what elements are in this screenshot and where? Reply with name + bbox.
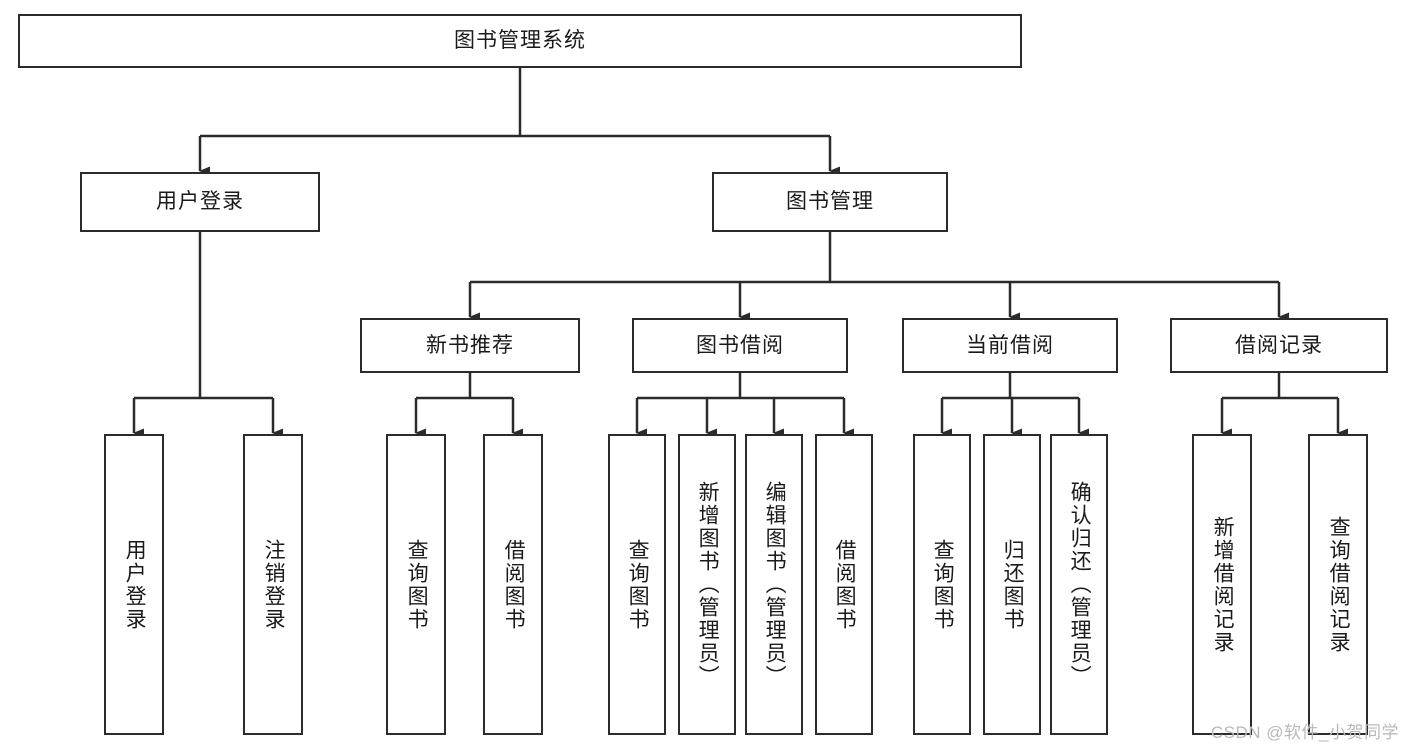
leaf-add-book[interactable]: 新增图书（管理员） xyxy=(678,434,736,735)
leaf-borrow-book[interactable]: 借阅图书 xyxy=(815,434,873,735)
node-book-borrow[interactable]: 图书借阅 xyxy=(632,318,848,373)
leaf-borrow-book-recommend-label: 借阅图书 xyxy=(502,538,526,631)
node-borrow-record[interactable]: 借阅记录 xyxy=(1170,318,1388,373)
leaf-confirm-return-label: 确认归还（管理员） xyxy=(1068,481,1092,688)
leaf-query-book-recommend-label: 查询图书 xyxy=(405,538,429,631)
node-borrow-record-label: 借阅记录 xyxy=(1235,333,1323,357)
node-book-borrow-label: 图书借阅 xyxy=(696,333,784,357)
leaf-edit-book[interactable]: 编辑图书（管理员） xyxy=(745,434,803,735)
node-user-login-label: 用户登录 xyxy=(156,190,244,214)
leaf-add-borrow-record[interactable]: 新增借阅记录 xyxy=(1192,434,1252,735)
node-new-book-recommend[interactable]: 新书推荐 xyxy=(360,318,580,373)
node-root[interactable]: 图书管理系统 xyxy=(18,14,1022,68)
node-book-manage[interactable]: 图书管理 xyxy=(712,172,948,232)
node-new-book-recommend-label: 新书推荐 xyxy=(426,333,514,357)
leaf-user-login[interactable]: 用户登录 xyxy=(104,434,164,735)
node-book-manage-label: 图书管理 xyxy=(786,190,874,214)
leaf-query-book-current[interactable]: 查询图书 xyxy=(913,434,971,735)
node-root-label: 图书管理系统 xyxy=(454,29,586,53)
leaf-query-book-recommend[interactable]: 查询图书 xyxy=(386,434,446,735)
leaf-query-book-borrow[interactable]: 查询图书 xyxy=(608,434,666,735)
leaf-return-book[interactable]: 归还图书 xyxy=(983,434,1041,735)
node-current-borrow[interactable]: 当前借阅 xyxy=(902,318,1118,373)
leaf-add-borrow-record-label: 新增借阅记录 xyxy=(1211,515,1235,654)
leaf-borrow-book-recommend[interactable]: 借阅图书 xyxy=(483,434,543,735)
node-current-borrow-label: 当前借阅 xyxy=(966,333,1054,357)
leaf-query-book-current-label: 查询图书 xyxy=(931,538,955,631)
leaf-query-book-borrow-label: 查询图书 xyxy=(626,538,650,631)
leaf-logout[interactable]: 注销登录 xyxy=(243,434,303,735)
leaf-query-borrow-record-label: 查询借阅记录 xyxy=(1327,515,1351,654)
leaf-logout-label: 注销登录 xyxy=(262,538,286,631)
leaf-confirm-return[interactable]: 确认归还（管理员） xyxy=(1050,434,1108,735)
leaf-return-book-label: 归还图书 xyxy=(1001,538,1025,631)
edge-group xyxy=(132,68,1348,438)
leaf-add-book-label: 新增图书（管理员） xyxy=(696,481,720,688)
node-user-login[interactable]: 用户登录 xyxy=(80,172,320,232)
leaf-user-login-label: 用户登录 xyxy=(123,538,147,631)
leaf-query-borrow-record[interactable]: 查询借阅记录 xyxy=(1308,434,1368,735)
leaf-edit-book-label: 编辑图书（管理员） xyxy=(763,481,787,688)
leaf-borrow-book-label: 借阅图书 xyxy=(833,538,857,631)
